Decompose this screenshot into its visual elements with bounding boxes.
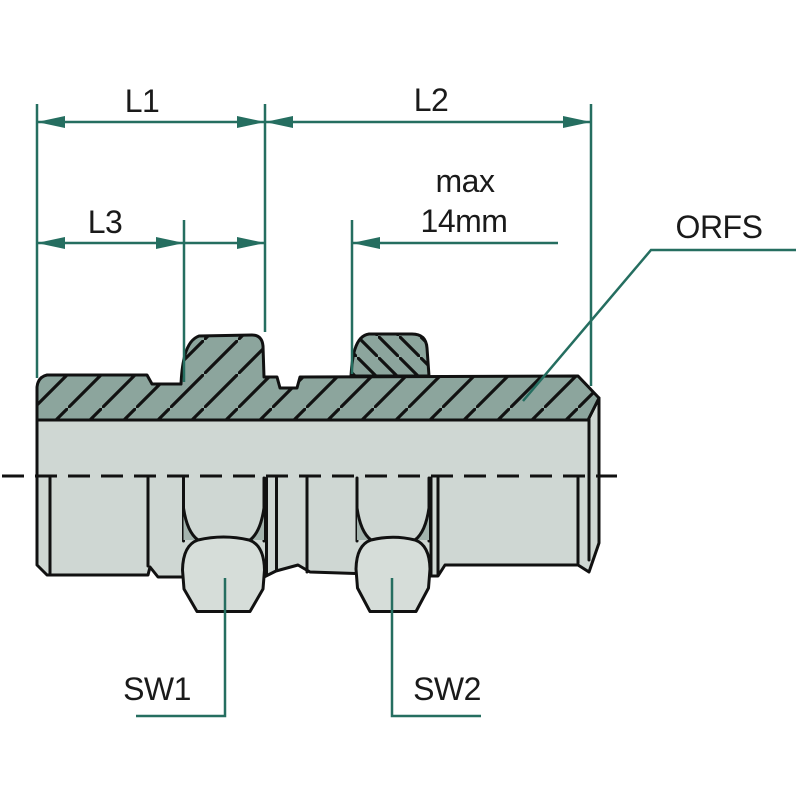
hex-nut-sw1 [181, 506, 266, 613]
body-section-hatched [35, 333, 601, 422]
arrow-max-right [352, 237, 380, 249]
callout-label-sw1: SW1 [123, 671, 191, 707]
fitting-body [35, 396, 601, 579]
nut1-chamfer-shadow-left [183, 508, 198, 540]
arrow-l1-left [37, 116, 65, 128]
nut1-chamfer-arc-right [248, 506, 266, 542]
dim-label-l1: L1 [125, 83, 160, 119]
nut2-face [354, 535, 432, 613]
dimensions: L1 L2 L3 max 14mm [35, 82, 593, 386]
nut1-face [181, 535, 266, 613]
nut2-chamfer-shadow-right [415, 508, 429, 540]
dim-label-max-value: 14mm [421, 203, 508, 239]
dim-label-l2: L2 [414, 82, 449, 118]
sw2-leader-line [390, 578, 481, 718]
arrow-l3-left [37, 237, 65, 249]
nut2-chamfer-arc-left [355, 506, 373, 542]
callout-label-orfs: ORFS [676, 209, 763, 245]
arrow-max-left [237, 237, 265, 249]
locknut-section-hatched [349, 332, 431, 378]
nut2-chamfer-shadow-left [357, 508, 371, 540]
arrow-l1-right [237, 116, 265, 128]
nut1-chamfer-shadow-right [250, 508, 264, 540]
arrow-l2-left [265, 116, 293, 128]
hex-nut-sw2 [354, 506, 432, 613]
body-silhouette [35, 396, 601, 579]
callouts: ORFS SW1 SW2 [123, 209, 796, 718]
orfs-leader-line [522, 248, 796, 402]
nut1-chamfer-arc-left [182, 506, 200, 542]
arrow-l3-right [156, 237, 184, 249]
dim-label-l3: L3 [88, 204, 123, 240]
callout-label-sw2: SW2 [413, 671, 481, 707]
nut2-chamfer-arc-right [413, 506, 431, 542]
extension-lines [35, 104, 593, 386]
body-internal-edges [48, 398, 591, 577]
sw1-leader-line [136, 578, 227, 718]
arrow-l2-right [563, 116, 591, 128]
dim-label-max: max [436, 163, 495, 199]
